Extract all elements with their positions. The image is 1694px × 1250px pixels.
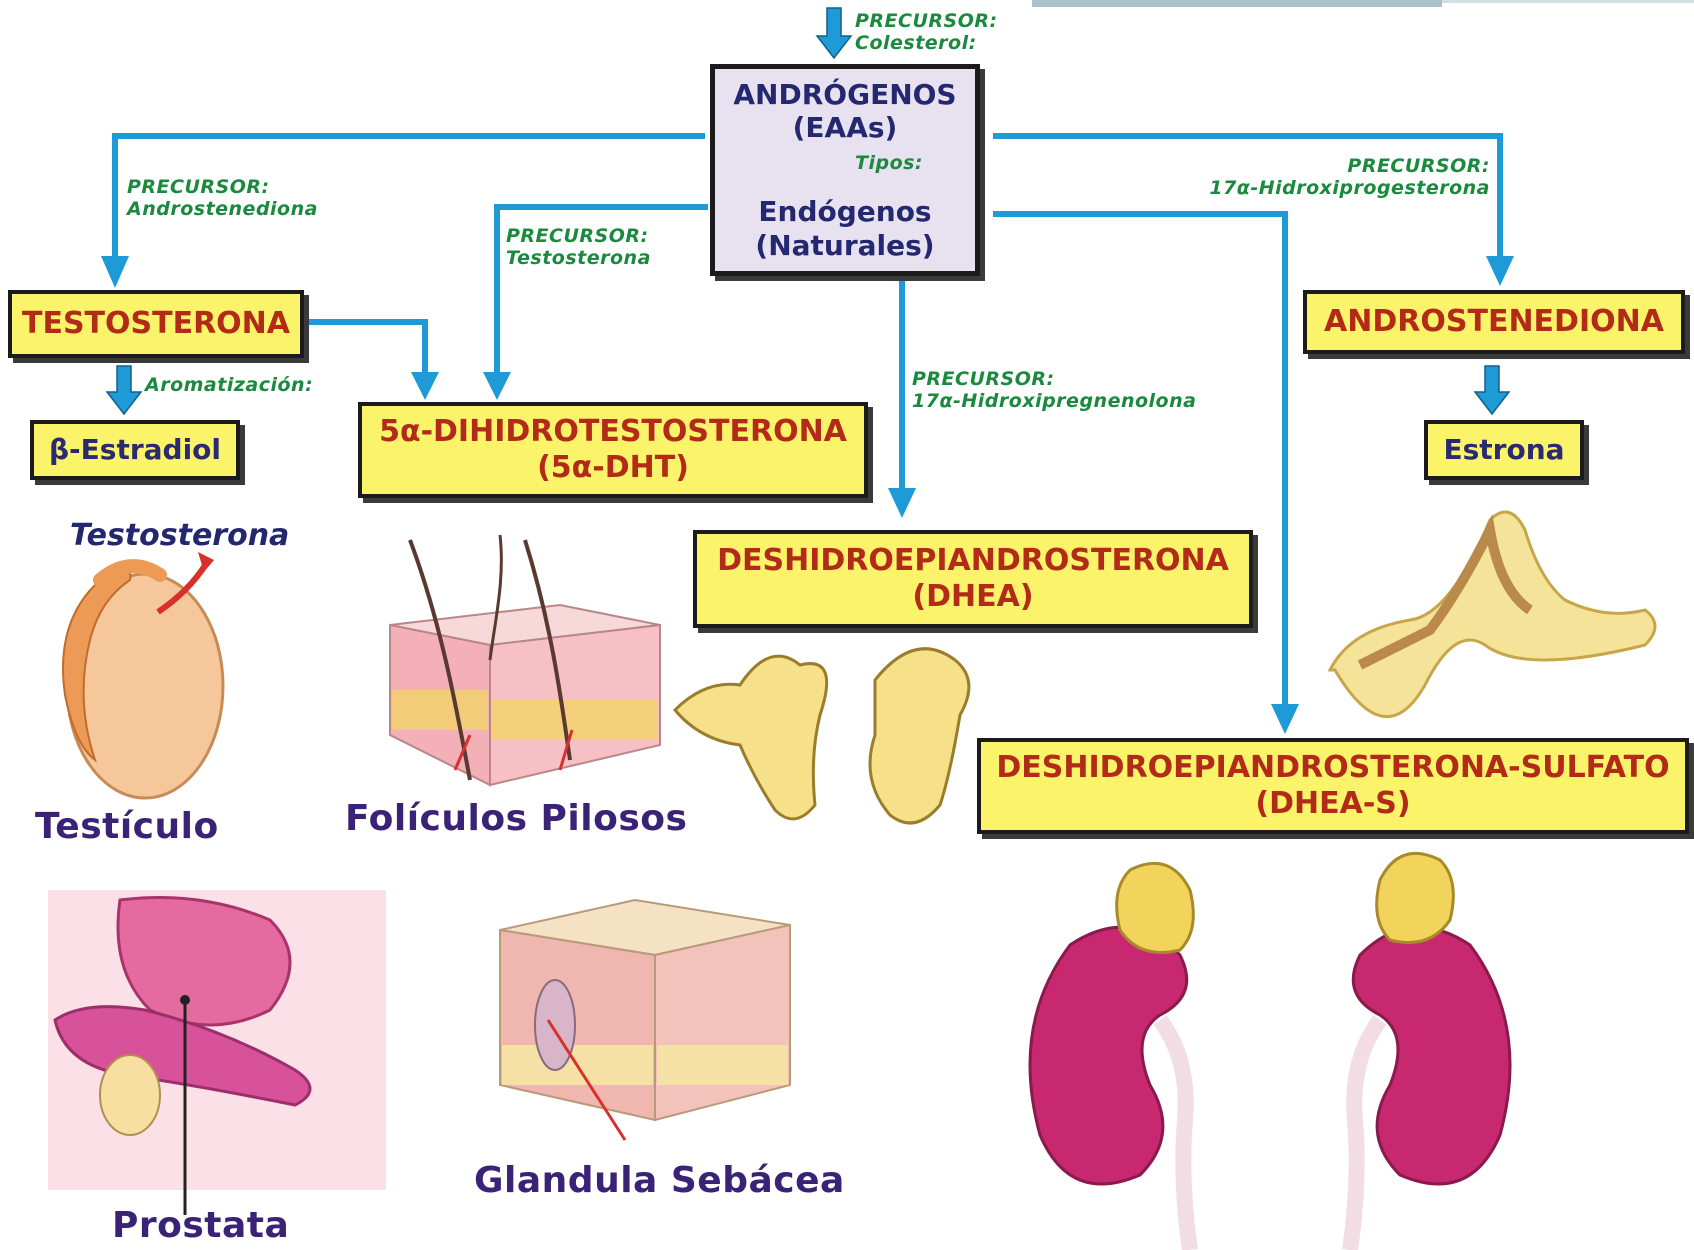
foliculos-label: Folículos Pilosos [345,798,687,839]
uterus-illustration [1330,512,1655,717]
testiculo-label: Testículo [35,806,219,847]
prostate-illustration [48,890,386,1215]
testicle-illustration [63,552,223,798]
kidneys-illustration [1030,853,1510,1250]
adrenal-glands-illustration [675,649,969,823]
glandula-label: Glandula Sebácea [474,1160,845,1201]
testosterona-annotation: Testosterona [70,518,289,553]
prostata-label: Prostata [112,1205,289,1246]
hair-follicle-illustration [390,535,660,785]
sebaceous-gland-illustration [500,900,790,1140]
